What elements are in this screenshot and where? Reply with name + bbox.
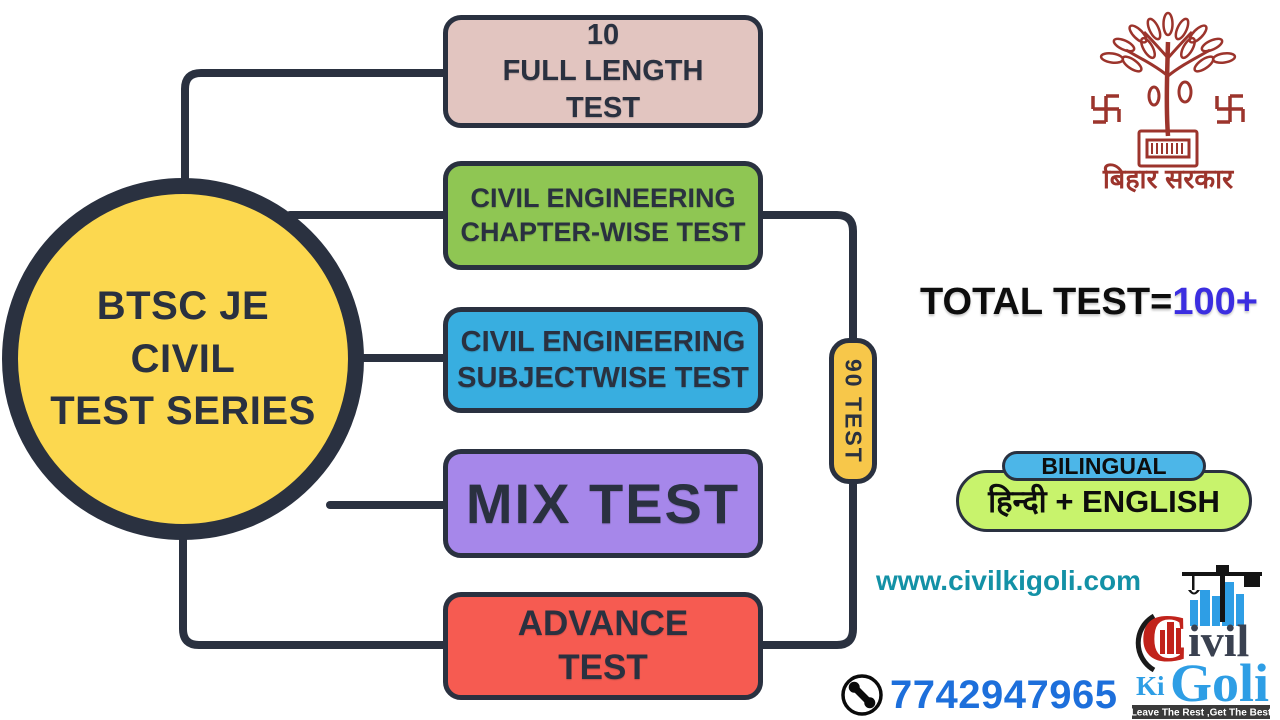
hub-title-line2: CIVIL bbox=[130, 336, 236, 381]
box-chapter-line2: CHAPTER-WISE TEST bbox=[460, 216, 746, 247]
hub-circle: BTSC JE CIVIL TEST SERIES bbox=[2, 178, 364, 540]
total-test-prefix: TOTAL TEST= bbox=[920, 281, 1173, 323]
brand-word-goli: Goli bbox=[1170, 653, 1269, 713]
red-buildings-icon bbox=[1160, 622, 1181, 654]
bihar-sarkar-caption: बिहार सरकार bbox=[1102, 163, 1234, 194]
swastika-icon bbox=[1091, 94, 1121, 124]
language-pill: हिन्दी + ENGLISH bbox=[956, 470, 1252, 532]
box-chapter-wise-test: CIVIL ENGINEERING CHAPTER-WISE TEST bbox=[443, 161, 763, 270]
box-full-length-line1: 10 bbox=[586, 19, 620, 52]
language-pill-label: हिन्दी + ENGLISH bbox=[988, 484, 1220, 519]
phone-icon bbox=[841, 674, 883, 716]
box-mix-test: MIX TEST bbox=[443, 449, 763, 558]
box-subject-wise-test: CIVIL ENGINEERING SUBJECTWISE TEST bbox=[443, 307, 763, 413]
box-subject-line1: CIVIL ENGINEERING bbox=[460, 325, 746, 358]
bihar-sarkar-logo: बिहार सरकार bbox=[1091, 11, 1245, 194]
pill-90-test: 90 TEST bbox=[829, 338, 877, 484]
brand-tagline: Leave The Rest ,Get The Best bbox=[1131, 708, 1272, 719]
box-advance-test: ADVANCE TEST bbox=[443, 592, 763, 700]
box-subject-line2: SUBJECTWISE TEST bbox=[457, 362, 749, 394]
hub-title-line3: TEST SERIES bbox=[50, 389, 316, 434]
box-full-length-test: 10 FULL LENGTH TEST bbox=[443, 15, 763, 128]
civilkigoli-logo: C ivil Ki Goli Leave The Rest ,Get The B… bbox=[1131, 565, 1272, 719]
box-advance-line2: TEST bbox=[558, 648, 648, 687]
box-full-length-line2: FULL LENGTH bbox=[502, 55, 704, 88]
crane-icon bbox=[1182, 565, 1262, 622]
brand-word-ivil: ivil bbox=[1188, 615, 1249, 666]
connector-full-length bbox=[181, 69, 447, 209]
total-test-value: 100+ bbox=[1172, 281, 1258, 323]
box-chapter-line1: CIVIL ENGINEERING bbox=[470, 182, 736, 213]
phone-row: 7742947965 bbox=[838, 671, 1117, 719]
brand-word-ki: Ki bbox=[1136, 671, 1165, 701]
bilingual-badge: BILINGUAL bbox=[1002, 451, 1206, 481]
connector-advance bbox=[179, 524, 447, 649]
box-full-length-line3: TEST bbox=[565, 91, 641, 124]
website-url: www.civilkigoli.com bbox=[876, 565, 1142, 596]
bilingual-badge-label: BILINGUAL bbox=[1041, 452, 1167, 479]
crescent-shape bbox=[1135, 613, 1156, 673]
total-test-line: TOTAL TEST=100+ bbox=[920, 281, 1280, 324]
pill-90-test-label: 90 TEST bbox=[840, 358, 867, 464]
tree-leaves bbox=[1099, 11, 1237, 73]
phone-number: 7742947965 bbox=[890, 672, 1118, 717]
hub-title-line1: BTSC JE bbox=[96, 283, 270, 328]
box-advance-line1: ADVANCE bbox=[517, 604, 689, 644]
swastika-icon bbox=[1215, 94, 1245, 124]
tagline-banner bbox=[1132, 705, 1270, 719]
box-mix-label: MIX TEST bbox=[465, 471, 741, 535]
